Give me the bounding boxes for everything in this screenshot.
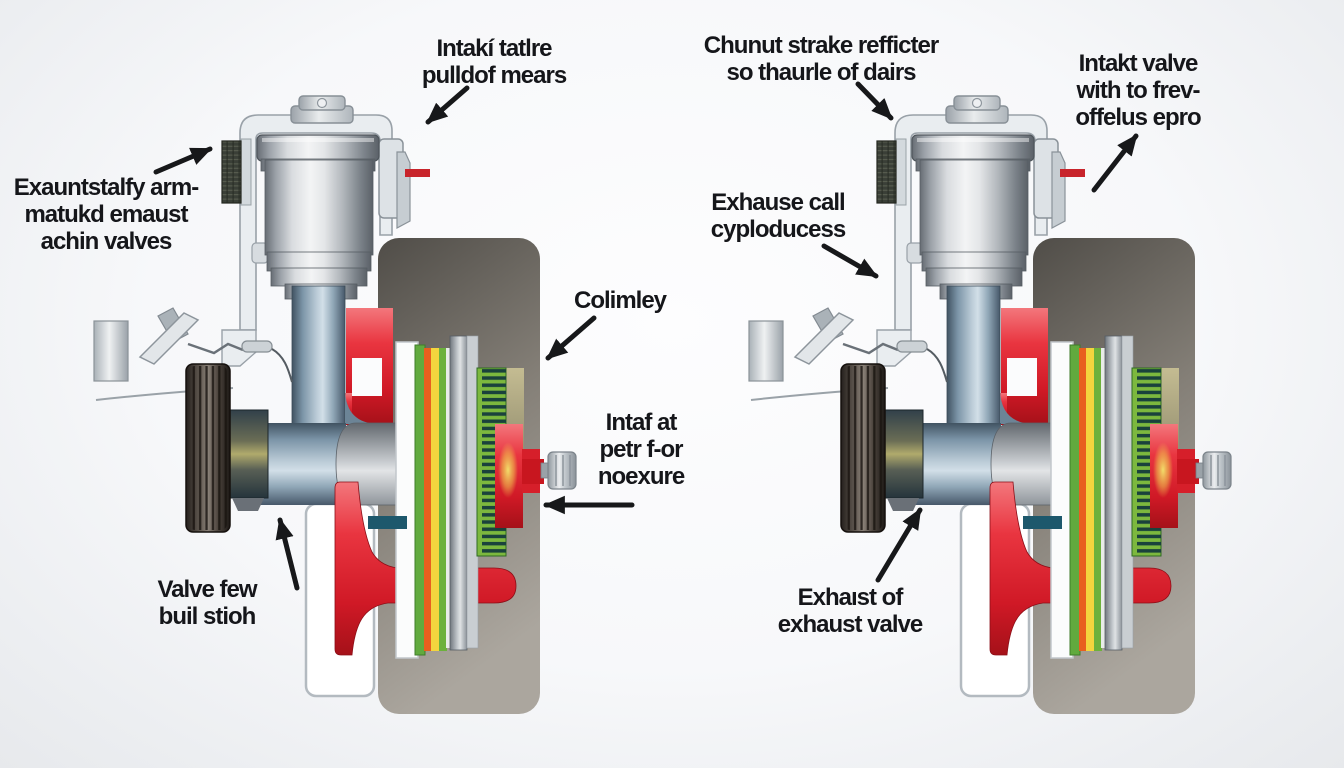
label-line: pulldof mears	[421, 62, 567, 89]
annotation-arrows	[153, 81, 1139, 591]
arrow-up-icon	[275, 517, 300, 591]
label-line: buil stioh	[158, 603, 257, 630]
arrow-up-right-icon	[875, 507, 923, 583]
label-valve-stem: Valve few buil stioh	[157, 576, 257, 630]
arrow-up-right-icon	[1091, 133, 1139, 193]
arrow-down-left-icon	[425, 85, 470, 125]
label-line: Colimley	[573, 287, 667, 314]
label-line: Intakí tatlre	[436, 35, 552, 62]
label-intake-mixture: Intaf at petr f-or noexure	[597, 409, 685, 490]
label-line: achin valves	[40, 228, 173, 255]
label-exhaust-call: Exhause call cyploducess	[710, 189, 846, 243]
label-intake-rocker: Intakí tatlre pulldof mears	[421, 35, 567, 89]
label-line: offelus epro	[1075, 104, 1201, 131]
label-top-center: Chunut strake refficter so thaurle of da…	[703, 32, 939, 86]
label-line: so thaurle of dairs	[726, 59, 916, 86]
label-line: Intakt valve	[1078, 50, 1199, 77]
label-line: Exhause call	[711, 189, 845, 216]
label-line: cyploducess	[710, 216, 846, 243]
label-line: noexure	[597, 463, 685, 490]
label-exhaust-valve: Exhaıst of exhaust valve	[777, 584, 923, 638]
label-line: petr f-or	[599, 436, 684, 463]
label-line: Valve few	[157, 576, 257, 603]
label-line: with to frev-	[1076, 77, 1201, 104]
label-line: Exhaıst of	[797, 584, 904, 611]
arrow-down-left-icon	[545, 315, 597, 361]
label-line: Chunut strake refficter	[703, 32, 939, 59]
arrow-down-right-icon	[821, 243, 879, 279]
label-line: Exauntstalfy arm-	[13, 174, 199, 201]
label-line: Intaf at	[605, 409, 678, 436]
label-exhaust-arm: Exauntstalfy arm- matukd emaust achin va…	[13, 174, 199, 255]
arrow-down-right-icon	[855, 81, 894, 121]
label-colimley: Colimley	[573, 287, 667, 314]
label-line: matukd emaust	[24, 201, 188, 228]
label-intake-valve: Intakt valve with to frev- offelus epro	[1075, 50, 1201, 131]
arrow-up-right-icon	[153, 146, 213, 175]
label-line: exhaust valve	[777, 611, 923, 638]
